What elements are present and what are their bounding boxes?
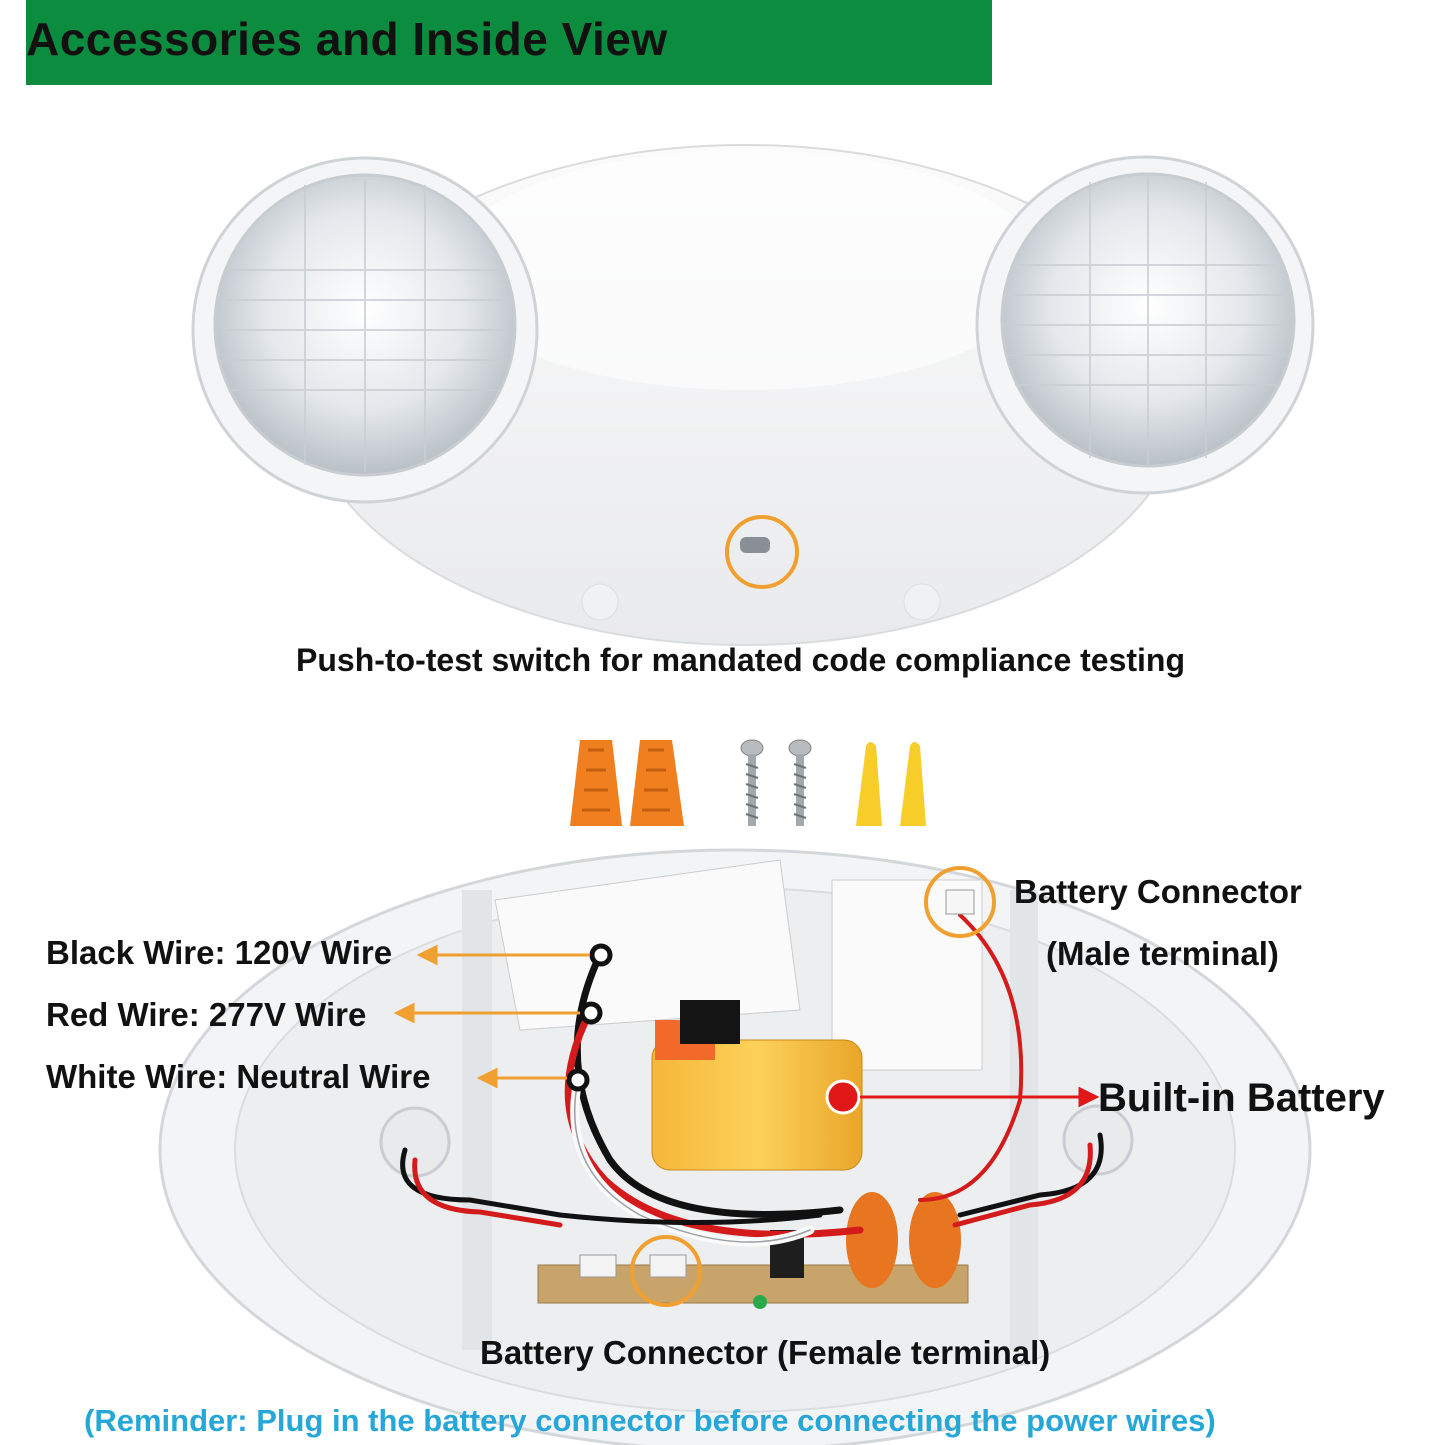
circuit-board: [537, 1192, 969, 1309]
battery-pack: [651, 1000, 863, 1171]
battery-marker: [825, 1079, 861, 1115]
accessories: [570, 739, 926, 826]
screw-icon: [788, 739, 812, 826]
fixture-front-view: [191, 144, 1315, 646]
battery-connector-female-label: Battery Connector (Female terminal): [480, 1334, 1051, 1371]
page-title: Accessories and Inside View: [26, 13, 668, 65]
wall-anchor-icon: [856, 742, 882, 826]
battery-connector-male-label: Battery Connector: [1014, 873, 1302, 910]
red-wire-label: Red Wire: 277V Wire: [46, 996, 367, 1033]
left-lamp-head: [191, 156, 539, 504]
white-wire-label: White Wire: Neutral Wire: [46, 1058, 431, 1095]
test-switch-caption: Push-to-test switch for mandated code co…: [296, 642, 1186, 678]
fixture-inside-view: [158, 848, 1312, 1445]
right-lamp-head: [975, 155, 1315, 495]
wall-anchor-icon: [900, 742, 926, 826]
wire-nut-icon: [570, 740, 622, 826]
battery-connector-male-sublabel: (Male terminal): [1046, 935, 1279, 972]
push-to-test-switch: [725, 515, 799, 589]
screw-icon: [740, 739, 764, 826]
built-in-battery-label: Built-in Battery: [1098, 1076, 1385, 1120]
black-wire-marker: [589, 943, 613, 967]
reminder-note: (Reminder: Plug in the battery connector…: [84, 1403, 1216, 1438]
wire-nut-icon: [630, 740, 684, 826]
female-connector-highlight: [630, 1235, 702, 1307]
white-wire-marker: [566, 1068, 590, 1092]
red-wire-marker: [579, 1001, 603, 1025]
black-wire-label: Black Wire: 120V Wire: [46, 934, 393, 971]
header-banner: [26, 0, 992, 85]
male-connector-highlight: [924, 866, 996, 938]
